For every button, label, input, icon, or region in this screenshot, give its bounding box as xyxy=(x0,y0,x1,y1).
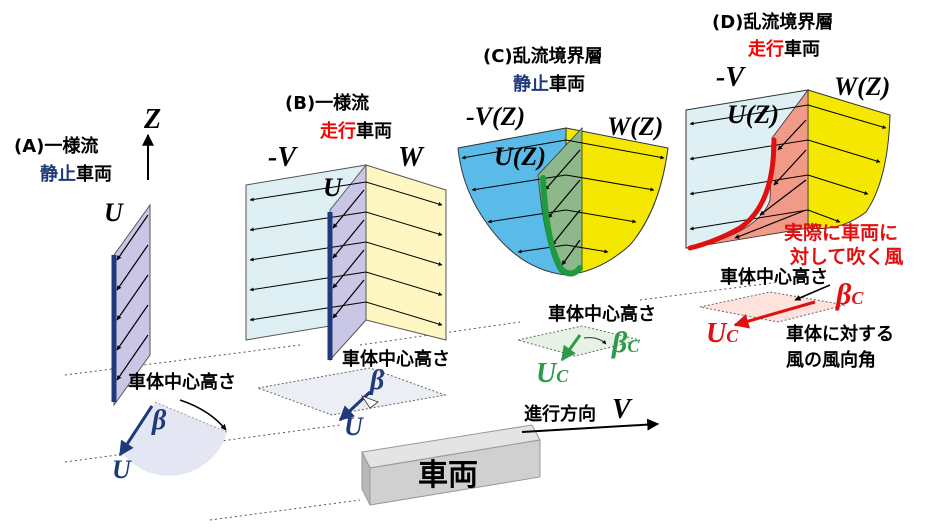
panel-a-subtitle: 静止車両 xyxy=(40,164,112,185)
panel-d-uz: U(Z) xyxy=(727,100,779,129)
panel-c-neg-v-profile xyxy=(457,127,567,276)
panel-a xyxy=(111,133,228,476)
panel-d-wz: W(Z) xyxy=(834,72,891,101)
panel-a-arrows xyxy=(116,214,149,381)
direction-label: 進行方向 xyxy=(524,404,596,425)
panel-b-beta: β xyxy=(370,365,385,396)
panel-d-uz-curve xyxy=(687,137,777,251)
panel-c-neg-vz: -V(Z) xyxy=(466,102,526,131)
panel-b-u-arrows xyxy=(332,189,365,319)
panel-d-center-height: 車体中心高さ xyxy=(720,267,828,288)
panel-d-diag-arrows xyxy=(734,119,807,239)
panel-b-w-arrows xyxy=(365,181,443,326)
panel-b-neg-v: -V xyxy=(268,142,296,173)
panel-d-w-profile xyxy=(807,89,891,230)
panel-d-subtitle: 走行車両 xyxy=(748,39,820,60)
panel-c-subtitle: 静止車両 xyxy=(513,74,585,95)
panel-b xyxy=(245,163,447,422)
panel-d-title: (D)乱流境界層 xyxy=(712,12,834,33)
panel-b-title: (B)一様流 xyxy=(285,93,370,114)
panel-d-angle-line2: 風の風向角 xyxy=(786,350,876,371)
panel-a-u-vector xyxy=(118,405,154,457)
panel-c-w-profile xyxy=(565,127,669,276)
vehicle-block xyxy=(361,418,660,506)
panel-a-u-bottom: U xyxy=(112,455,131,484)
panel-d-neg-v: -V xyxy=(716,62,744,93)
vehicle-label: 車両 xyxy=(418,458,478,493)
panel-a-beta: β xyxy=(152,405,167,436)
panel-d-beta: βC xyxy=(836,278,864,311)
panel-c-right-arrows xyxy=(565,139,665,254)
panel-b-w: W xyxy=(398,142,423,173)
panel-b-neg-v-arrows xyxy=(249,181,367,322)
panel-b-u-label: U xyxy=(323,173,342,202)
panel-c-uz-curve xyxy=(540,175,583,277)
panel-a-center-height: 車体中心高さ xyxy=(128,372,236,393)
panel-c-uc: UC xyxy=(536,358,569,389)
panel-c-center-height: 車体中心高さ xyxy=(548,304,656,325)
panel-c-beta: βC xyxy=(612,326,640,359)
panel-d-uc: UC xyxy=(706,318,739,349)
panel-d-wind-line2: 対して吹く風 xyxy=(790,246,904,268)
panel-c-uz: U(Z) xyxy=(494,142,546,171)
panel-c-wz: W(Z) xyxy=(607,112,664,141)
panel-c-title: (C)乱流境界層 xyxy=(483,46,603,67)
direction-v-label: V xyxy=(612,394,631,425)
panel-a-u-label: U xyxy=(104,198,123,227)
panel-d-u-profile xyxy=(699,88,809,247)
panel-c-base xyxy=(517,325,641,357)
panel-b-center-height: 車体中心高さ xyxy=(342,349,450,370)
panel-d-wind-line1: 実際に車両に xyxy=(784,222,899,244)
panel-c-diag-arrows xyxy=(544,149,581,266)
panel-d-angle-line1: 車体に対する xyxy=(786,324,894,345)
panel-c xyxy=(457,126,669,362)
panel-d-right-arrows xyxy=(807,104,887,223)
panel-a-title: (A)一様流 xyxy=(14,136,99,157)
panel-a-beta-sector xyxy=(120,402,227,476)
panel-b-base xyxy=(256,367,447,416)
panel-b-subtitle: 走行車両 xyxy=(320,121,392,142)
panel-a-z-label: Z xyxy=(144,104,162,135)
panel-b-u-bottom: U xyxy=(344,412,363,441)
panel-d xyxy=(685,88,891,329)
panel-d-base xyxy=(699,291,846,323)
